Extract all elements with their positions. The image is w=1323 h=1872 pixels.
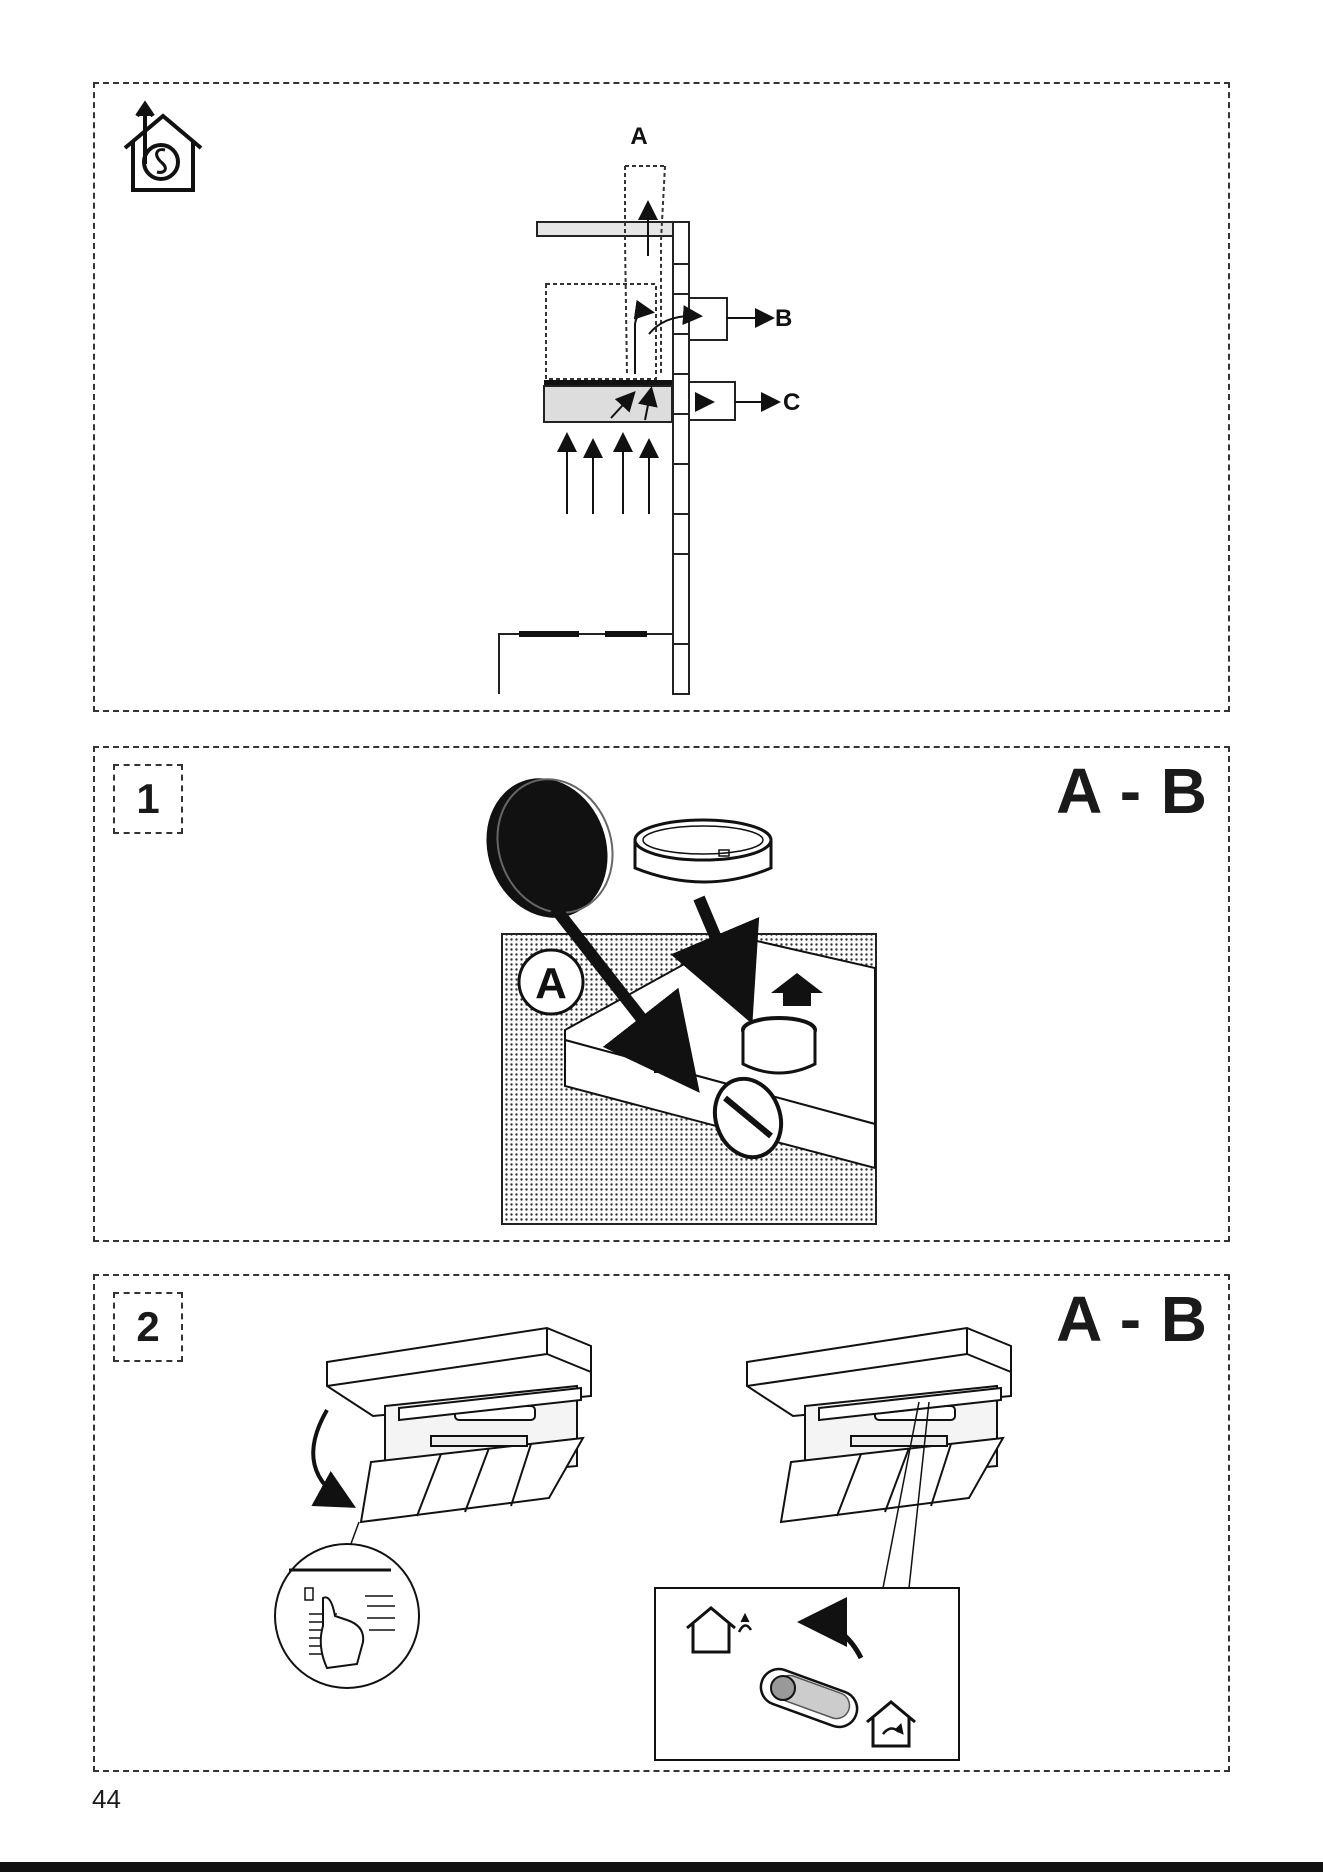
hood-open-left: [327, 1328, 591, 1522]
step-2-illustration: [95, 1276, 1232, 1774]
house-fan-exhaust-icon: [125, 104, 201, 190]
duct-label-c: C: [783, 389, 800, 416]
closure-plate: [469, 762, 626, 933]
ventilation-diagram-panel: A B C: [93, 82, 1230, 712]
page-number: 44: [92, 1784, 121, 1815]
footer-rule: [0, 1862, 1323, 1872]
duct-label-a: A: [630, 123, 647, 150]
duct-label-b: B: [775, 305, 792, 332]
selector-detail-box: [655, 1588, 959, 1760]
step-1-illustration: A: [95, 748, 1232, 1244]
inset-label-a: A: [535, 959, 567, 1008]
ventilation-diagram: A B C: [95, 84, 1232, 714]
duct-collar: [635, 820, 771, 882]
step-1-panel: 1 A - B A: [93, 746, 1230, 1242]
wall: [673, 222, 689, 694]
step-2-panel: 2 A - B: [93, 1274, 1230, 1772]
hood-open-right: [747, 1328, 1011, 1522]
filter-release-detail: [275, 1544, 419, 1688]
